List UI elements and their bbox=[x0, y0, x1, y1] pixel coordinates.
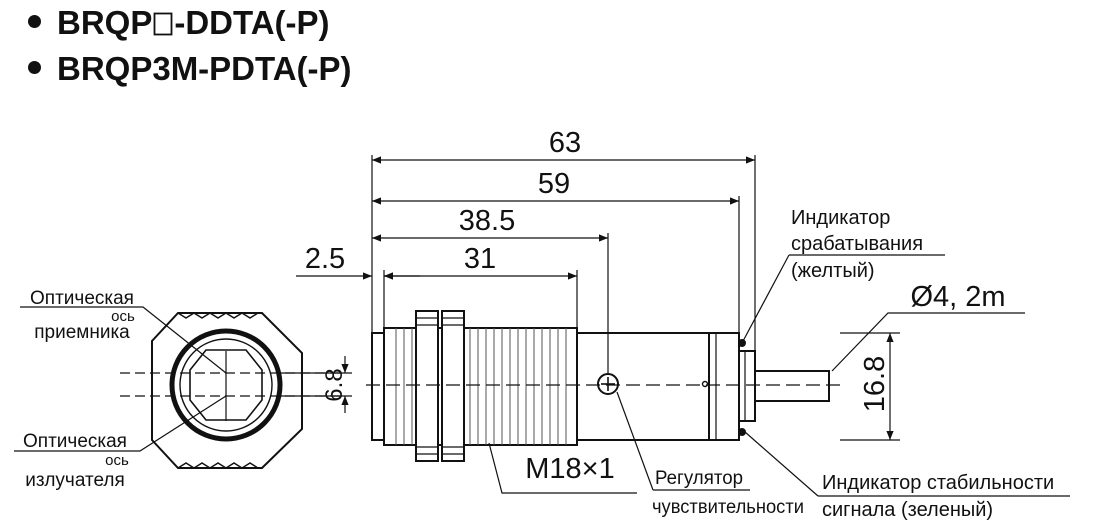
sensitivity-line1: Регулятор bbox=[655, 468, 743, 489]
cable-label: Ø4, 2m bbox=[910, 281, 1005, 313]
model-list: BRQP -DDTA(-P) BRQP3M-PDTA(-P) bbox=[28, 0, 352, 92]
thread-marks bbox=[395, 328, 567, 445]
stability-line1: Индикатор стабильности bbox=[822, 472, 1054, 494]
dim-thread-length: 31 bbox=[384, 243, 577, 280]
thread-callout: M18×1 bbox=[488, 442, 637, 494]
receiver-axis-line3: приемника bbox=[34, 322, 130, 343]
emitter-axis-line1: Оптическая bbox=[23, 431, 127, 452]
receiver-axis-callout: Оптическая ось приемника bbox=[20, 288, 227, 374]
model-item-1: BRQP -DDTA(-P) bbox=[28, 0, 352, 46]
model-2-name: BRQP3M-PDTA(-P) bbox=[57, 50, 352, 87]
lens-cap bbox=[371, 332, 385, 441]
bullet-icon bbox=[28, 60, 41, 74]
front-view-serrated-edge bbox=[177, 312, 259, 319]
cable-gland bbox=[738, 350, 756, 422]
dim-adjuster-position: 38.5 bbox=[372, 205, 608, 242]
dim-optical-spacing: 6.8 bbox=[321, 356, 349, 413]
operation-indicator-line3: (желтый) bbox=[791, 260, 875, 282]
dim-lens-offset: 2.5 bbox=[296, 243, 420, 280]
sensor-body bbox=[576, 332, 710, 441]
bullet-icon bbox=[28, 14, 41, 28]
operation-indicator-line2: срабатывания bbox=[791, 233, 923, 255]
dim-total-length: 63 bbox=[372, 127, 755, 164]
model-item-2: BRQP3M-PDTA(-P) bbox=[28, 46, 352, 92]
sensitivity-callout: Регулятор чувствительности bbox=[616, 391, 804, 518]
dim-optical-spacing-label: 6.8 bbox=[321, 368, 348, 401]
emitter-axis-line3: излучателя bbox=[25, 470, 125, 491]
front-view-axes bbox=[120, 372, 352, 397]
cable bbox=[754, 370, 830, 402]
emitter-axis-callout: Оптическая ось излучателя bbox=[14, 395, 227, 491]
receiver-axis-line2: ось bbox=[111, 308, 135, 325]
threaded-barrel bbox=[383, 327, 578, 446]
receiver-axis-line1: Оптическая bbox=[30, 288, 134, 309]
front-view-lens-hexagon bbox=[189, 349, 263, 421]
stability-indicator-led bbox=[738, 428, 746, 436]
blank-box-icon bbox=[153, 12, 173, 36]
dim-body-length-label: 59 bbox=[538, 168, 570, 200]
dim-adjuster-position-label: 38.5 bbox=[459, 205, 515, 237]
dim-body-height: 16.8 bbox=[859, 333, 894, 440]
nut-2 bbox=[441, 310, 465, 462]
emitter-axis-line2: ось bbox=[105, 452, 129, 469]
front-view bbox=[151, 312, 303, 469]
side-view bbox=[371, 310, 830, 462]
operation-indicator-callout: Индикатор срабатывания (желтый) bbox=[741, 207, 945, 344]
thread-label: M18×1 bbox=[525, 453, 614, 485]
front-view-outer-ring bbox=[169, 328, 283, 442]
dim-thread-length-label: 31 bbox=[464, 243, 496, 275]
cable-callout: Ø4, 2m bbox=[831, 281, 1025, 372]
model-1-suffix: -DDTA(-P) bbox=[174, 4, 330, 41]
rear-collar bbox=[708, 332, 740, 441]
dim-body-height-label: 16.8 bbox=[859, 356, 891, 412]
dim-body-length: 59 bbox=[372, 168, 739, 205]
front-view-octagon bbox=[151, 312, 303, 469]
nut-1 bbox=[415, 310, 439, 462]
sensitivity-line2: чувствительности bbox=[652, 497, 804, 518]
dim-total-length-label: 63 bbox=[549, 127, 581, 159]
operation-indicator-line1: Индикатор bbox=[791, 207, 890, 229]
dim-lens-offset-label: 2.5 bbox=[305, 243, 345, 275]
model-1-prefix: BRQP bbox=[57, 4, 153, 41]
stability-callout: Индикатор стабильности сигнала (зеленый) bbox=[744, 431, 1070, 521]
stability-line2: сигнала (зеленый) bbox=[822, 499, 993, 521]
